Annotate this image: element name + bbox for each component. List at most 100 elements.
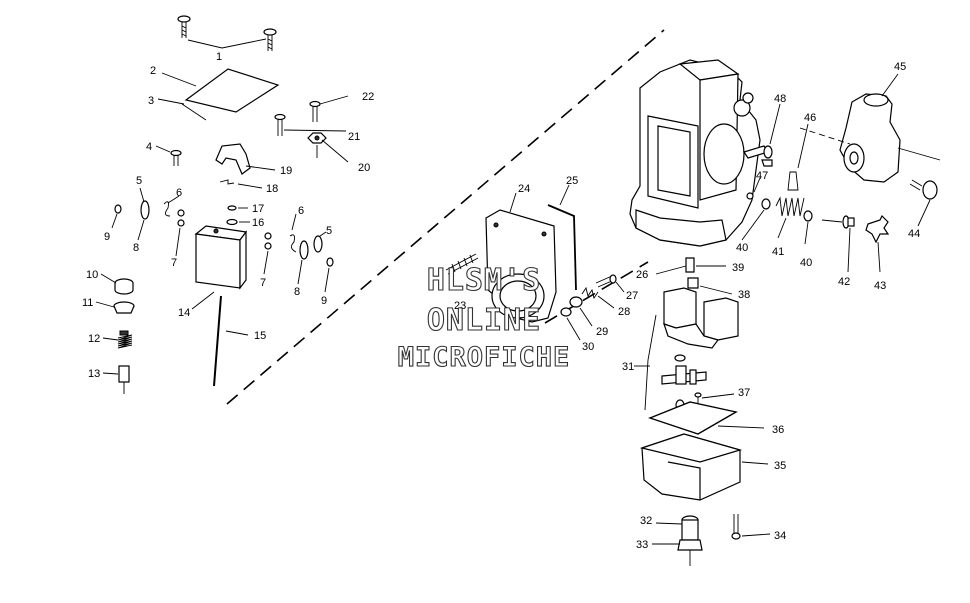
- watermark: HLSM'S ONLINE MICROFICHE: [397, 262, 571, 373]
- callout-10: 10: [86, 269, 98, 281]
- screw-part-27: [595, 274, 617, 288]
- screw-part-22: [309, 100, 321, 122]
- callout-29: 29: [596, 326, 608, 338]
- cap-part-10: [114, 278, 134, 295]
- screw-part-1b: [263, 28, 277, 51]
- spring-part-28: [581, 286, 599, 300]
- assembly-dash-line-left: [226, 29, 665, 405]
- clip-part-5b: [313, 235, 323, 253]
- washer-part-29: [569, 296, 583, 308]
- float-bowl-part-35: [639, 433, 743, 501]
- callout-7b: 7: [260, 277, 266, 289]
- screw-part-1a: [177, 15, 191, 38]
- callout-41: 41: [772, 246, 784, 258]
- gasket-part-25: [547, 204, 577, 291]
- oring-part-17: [227, 205, 237, 211]
- gasket-part-3: [181, 103, 207, 121]
- callout-36: 36: [772, 424, 784, 436]
- cover-plate-part-2: [184, 68, 280, 113]
- callout-labels: 1 2 3 4 5 6 7 8 9 10 11 12 13 14 15 16 1…: [82, 51, 920, 551]
- gasket-part-36: [647, 401, 738, 435]
- watermark-line-2: ONLINE: [427, 303, 541, 338]
- bracket-part-19: [215, 143, 251, 175]
- rod-part-15: [213, 295, 222, 387]
- knob-part-43: [865, 214, 890, 244]
- callout-5b: 5: [326, 225, 332, 237]
- callout-44: 44: [908, 228, 920, 240]
- washer-part-9: [114, 204, 122, 214]
- callout-8b: 8: [294, 286, 300, 298]
- nut-part-11: [113, 301, 135, 314]
- callout-25: 25: [566, 175, 578, 187]
- drain-plug-part-32-33: [677, 515, 703, 566]
- callout-16: 16: [252, 217, 264, 229]
- ring-part-7d: [264, 242, 272, 250]
- callout-3: 3: [148, 95, 154, 107]
- plunger-part-13: [118, 365, 130, 394]
- callout-30: 30: [582, 341, 594, 353]
- oring-part-16: [226, 218, 238, 226]
- callout-9: 9: [104, 231, 110, 243]
- watermark-line-1: HLSM'S: [427, 263, 541, 298]
- washer-part-40b: [803, 210, 813, 222]
- callout-43: 43: [874, 280, 886, 292]
- callout-33: 33: [636, 539, 648, 551]
- callout-42: 42: [838, 276, 850, 288]
- jet-part-38: [687, 277, 699, 289]
- clip-part-8b: [299, 240, 309, 260]
- screw-part-4: [170, 149, 182, 166]
- pipe-fitting-part-48: [743, 145, 773, 167]
- callout-7: 7: [171, 257, 177, 269]
- ring-part-7a: [177, 209, 185, 217]
- watermark-line-3: MICROFICHE: [398, 342, 571, 373]
- ring-part-7c: [264, 232, 272, 240]
- callout-19: 19: [280, 165, 292, 177]
- callout-4: 4: [146, 141, 152, 153]
- callout-26: 26: [636, 269, 648, 281]
- callout-21: 21: [348, 131, 360, 143]
- spring-part-12: [117, 330, 133, 349]
- screw-part-34: [731, 514, 741, 540]
- mixture-needle-part-42: [821, 215, 855, 229]
- callout-40b: 40: [800, 257, 812, 269]
- throttle-lever-part-45: [839, 93, 901, 183]
- callout-8: 8: [133, 242, 139, 254]
- callout-20: 20: [358, 162, 370, 174]
- callout-31: 31: [622, 361, 634, 373]
- callout-40a: 40: [736, 242, 748, 254]
- callout-47: 47: [756, 170, 768, 182]
- slide-block-part-14: [194, 225, 248, 290]
- callout-48: 48: [774, 93, 786, 105]
- callout-14: 14: [178, 307, 190, 319]
- callout-2: 2: [150, 65, 156, 77]
- callout-22: 22: [362, 91, 374, 103]
- jet-part-26: [685, 257, 695, 273]
- spring-clip-part-6: [163, 201, 171, 217]
- callout-13: 13: [88, 368, 100, 380]
- callout-1: 1: [216, 51, 222, 63]
- callout-23: 23: [454, 300, 466, 312]
- spring-clip-part-6b: [289, 234, 297, 253]
- oring-part-47: [746, 192, 754, 200]
- clip-part-8: [140, 200, 150, 220]
- screw-part-44: [909, 179, 938, 200]
- callout-27: 27: [626, 290, 638, 302]
- callout-34: 34: [774, 530, 786, 542]
- assembly-dash-line-right: [544, 261, 649, 324]
- washer-part-30: [560, 307, 572, 317]
- callout-28: 28: [618, 306, 630, 318]
- callout-32: 32: [640, 515, 652, 527]
- washer-part-40a: [761, 198, 771, 210]
- callout-6: 6: [176, 187, 182, 199]
- callout-5: 5: [136, 175, 142, 187]
- float-pin-assembly: [661, 365, 707, 385]
- callout-45: 45: [894, 61, 906, 73]
- callout-39: 39: [732, 262, 744, 274]
- callout-6b: 6: [298, 205, 304, 217]
- callout-17: 17: [252, 203, 264, 215]
- float-part-31: [663, 287, 739, 349]
- callout-12: 12: [88, 333, 100, 345]
- callout-35: 35: [774, 460, 786, 472]
- oring-part-needle: [674, 354, 686, 362]
